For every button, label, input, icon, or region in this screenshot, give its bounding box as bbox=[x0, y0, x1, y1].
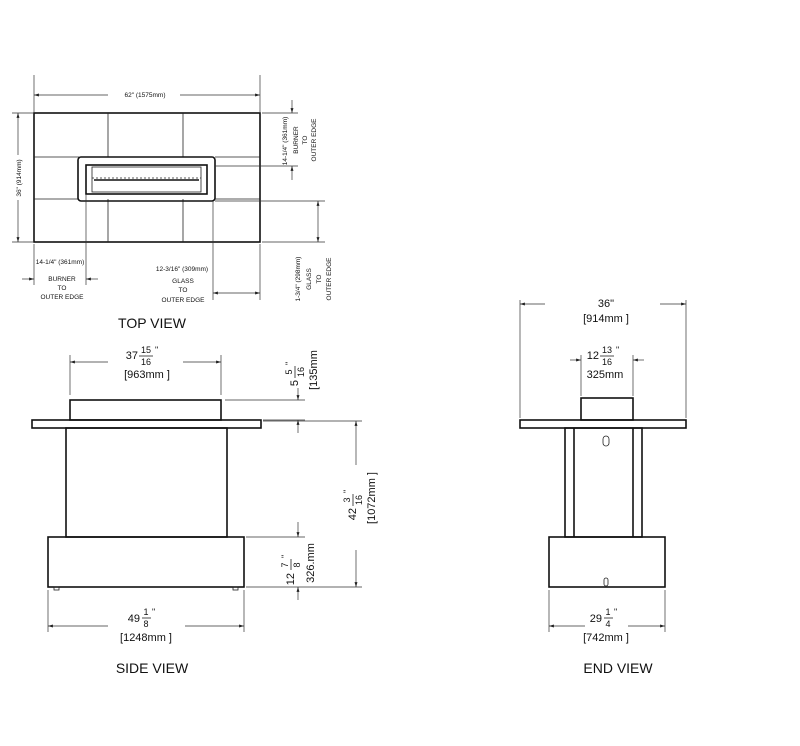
dim-unit: " bbox=[152, 607, 155, 617]
dim-denominator: 16 bbox=[296, 367, 306, 377]
dim-numerator: 15 bbox=[141, 345, 151, 355]
table-top-outline bbox=[33, 112, 261, 243]
end-view: 36" [914mm ] 12 13 16 " 325mm 29 1 4 " [… bbox=[519, 298, 687, 676]
burner-side-note: OUTER EDGE bbox=[311, 118, 318, 162]
dim-whole: 12 bbox=[285, 573, 297, 585]
dim-denominator: 16 bbox=[602, 357, 612, 367]
glass-side-note: TO bbox=[316, 275, 323, 284]
burner-width-dimension: 37 15 16 " [963mm ] bbox=[124, 345, 170, 381]
glass-side-note: GLASS bbox=[306, 268, 313, 290]
end-base-width-dimension: 29 1 4 " [742mm ] bbox=[583, 607, 629, 644]
dim-whole: 5 bbox=[289, 380, 301, 386]
dim-numerator: 13 bbox=[602, 345, 612, 355]
dim-numerator: 1 bbox=[143, 607, 148, 617]
glass-side-dimension: 1-3/4" (298mm) bbox=[295, 257, 302, 302]
top-view: 62" (1575mm) 36" (914mm) 14-1/4" (361mm)… bbox=[12, 75, 333, 331]
end-view-title: END VIEW bbox=[583, 660, 653, 676]
burner-end-note: TO bbox=[58, 285, 67, 292]
burner-frame bbox=[69, 399, 222, 421]
dim-denominator: 16 bbox=[354, 495, 364, 505]
dim-numerator: 7 bbox=[280, 562, 290, 567]
table-top-slab bbox=[519, 419, 687, 429]
base-width-dimension: 49 1 8 " [1248mm ] bbox=[120, 607, 172, 644]
glass-end-dimension: 12-3/16" (309mm) bbox=[156, 266, 208, 273]
base bbox=[47, 536, 245, 588]
burner-side-dimension: 14-1/4" (361mm) bbox=[282, 117, 289, 166]
dim-numerator: 5 bbox=[284, 369, 294, 374]
burner-side-note: TO bbox=[302, 136, 309, 145]
glass-end-note: TO bbox=[179, 287, 188, 294]
dim-denominator: 4 bbox=[605, 619, 610, 629]
burner-end-note: BURNER bbox=[48, 276, 76, 283]
end-overall-width: 36" bbox=[598, 298, 614, 310]
dim-mm: [1248mm ] bbox=[120, 632, 172, 644]
end-overall-width-mm: [914mm ] bbox=[583, 313, 629, 325]
foot bbox=[232, 586, 239, 591]
dim-numerator: 3 bbox=[342, 497, 352, 502]
burner-end-note: OUTER EDGE bbox=[41, 294, 85, 301]
dim-unit: " bbox=[614, 607, 617, 617]
dim-whole: 12 bbox=[587, 350, 599, 362]
glass-end-note: OUTER EDGE bbox=[162, 297, 206, 304]
table-top-slab bbox=[31, 419, 262, 429]
dim-mm: [742mm ] bbox=[583, 632, 629, 644]
dim-unit: " bbox=[280, 555, 290, 558]
glass-side-note: OUTER EDGE bbox=[326, 257, 333, 301]
burner-side-note: BURNER bbox=[293, 126, 300, 154]
top-depth-dimension: 36" (914mm) bbox=[16, 159, 23, 196]
burner-glass-outline bbox=[77, 156, 216, 202]
dim-denominator: 8 bbox=[143, 619, 148, 629]
glass-end-note: GLASS bbox=[172, 278, 194, 285]
dim-numerator: 1 bbox=[605, 607, 610, 617]
burner-frame bbox=[580, 397, 634, 421]
dim-denominator: 8 bbox=[292, 562, 302, 567]
dim-unit: " bbox=[284, 362, 294, 365]
dim-unit: " bbox=[616, 345, 619, 355]
access-port bbox=[602, 435, 610, 447]
top-width-dimension: 62" (1575mm) bbox=[125, 92, 166, 99]
dim-whole: 49 bbox=[128, 613, 140, 625]
dim-mm: [1072mm ] bbox=[366, 472, 378, 524]
dim-mm: 326.mm bbox=[305, 543, 317, 583]
dim-whole: 42 bbox=[347, 508, 359, 520]
foot bbox=[53, 586, 60, 591]
dim-whole: 37 bbox=[126, 350, 138, 362]
dim-mm: [963mm ] bbox=[124, 369, 170, 381]
dim-unit: " bbox=[342, 490, 352, 493]
column bbox=[65, 427, 228, 538]
top-view-title: TOP VIEW bbox=[118, 315, 187, 331]
dim-mm: [135mm bbox=[308, 350, 320, 390]
side-view-title: SIDE VIEW bbox=[116, 660, 189, 676]
dim-unit: " bbox=[155, 345, 158, 355]
side-view: 37 15 16 " [963mm ] 5 5 16 " [135mm 42 3… bbox=[31, 345, 378, 676]
dim-mm: 325mm bbox=[587, 369, 624, 381]
burner-height-dimension: 5 5 16 " [135mm bbox=[284, 350, 320, 390]
base-port bbox=[603, 577, 609, 587]
burner-end-dimension: 14-1/4" (361mm) bbox=[36, 259, 85, 266]
base-height-dimension: 12 7 8 " 326.mm bbox=[280, 543, 317, 585]
end-burner-width-dimension: 12 13 16 " 325mm bbox=[587, 345, 624, 381]
tile-grid bbox=[34, 113, 260, 242]
overall-height-dimension: 42 3 16 " [1072mm ] bbox=[342, 472, 378, 524]
dim-denominator: 16 bbox=[141, 357, 151, 367]
base bbox=[548, 536, 666, 588]
dim-whole: 29 bbox=[590, 613, 602, 625]
